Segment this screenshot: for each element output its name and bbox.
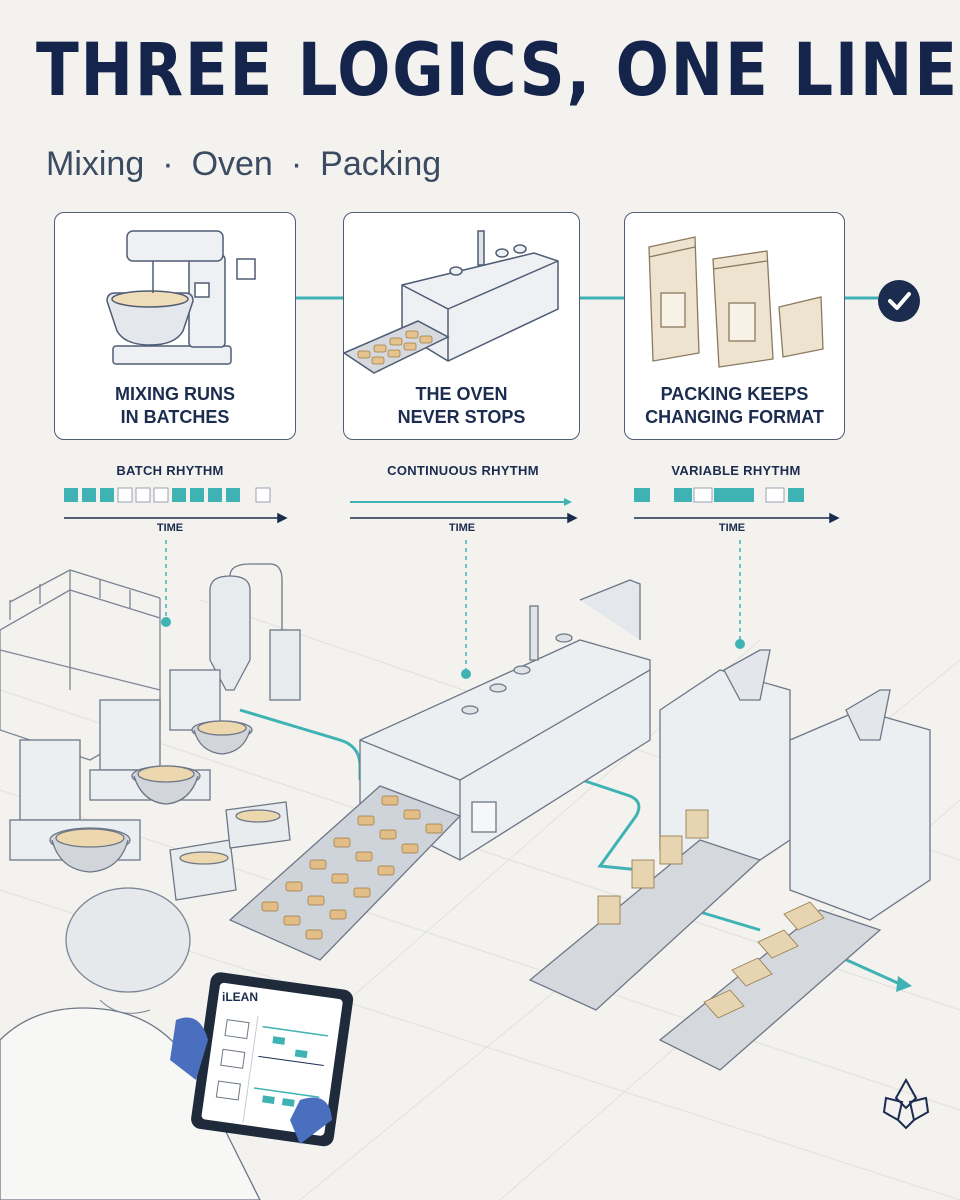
flour-silo [209, 563, 301, 701]
time-axis-label-variable: TIME [718, 522, 746, 534]
tablet-screen-content [215, 1015, 329, 1123]
stage-card-packing: PACKING KEEPS CHANGING FORMAT [624, 212, 845, 440]
product-bags [597, 809, 825, 1019]
subtitle-oven: Oven [191, 145, 273, 183]
stand-mixer-icon [106, 230, 256, 365]
separator-dot: · [290, 145, 303, 183]
mezzanine-platform [0, 569, 161, 761]
rhythm-timelines [64, 487, 840, 524]
checkmark-circle-icon [878, 280, 920, 322]
time-axis-label-continuous: TIME [448, 522, 476, 534]
flower-logo-icon [882, 1077, 930, 1130]
industrial-mixers [9, 669, 291, 901]
card-connectors [296, 296, 878, 300]
stage-label-oven: THE OVEN NEVER STOPS [397, 384, 526, 427]
stage-label-mixing: MIXING RUNS IN BATCHES [114, 384, 235, 427]
stage-card-oven: THE OVEN NEVER STOPS [343, 212, 580, 440]
subtitle-mixing: Mixing [46, 145, 145, 183]
continuous-rhythm-line [350, 498, 572, 506]
batch-rhythm-blocks [64, 487, 271, 503]
stage-card-mixing: MIXING RUNS IN BATCHES [54, 212, 296, 440]
tunnel-oven-icon [344, 230, 559, 374]
page-title: THREE LOGICS, ONE LINE [36, 28, 959, 113]
time-axis-label-batch: TIME [156, 522, 184, 534]
rhythm-label-variable: VARIABLE RHYTHM [671, 463, 801, 478]
subtitle: Mixing · Oven · Packing [46, 145, 441, 184]
subtitle-packing: Packing [320, 145, 442, 183]
production-line-illustration [0, 540, 960, 1200]
stage-label-packing: PACKING KEEPS CHANGING FORMAT [645, 384, 824, 427]
rhythm-label-batch: BATCH RHYTHM [116, 463, 224, 478]
variable-rhythm-blocks [634, 487, 804, 503]
separator-dot: · [162, 145, 174, 183]
rhythm-label-continuous: CONTINUOUS RHYTHM [387, 463, 539, 478]
oven-conveyor [228, 785, 462, 961]
tablet-app-name: iLEAN [222, 990, 258, 1004]
packaging-bags-icon [648, 236, 824, 368]
